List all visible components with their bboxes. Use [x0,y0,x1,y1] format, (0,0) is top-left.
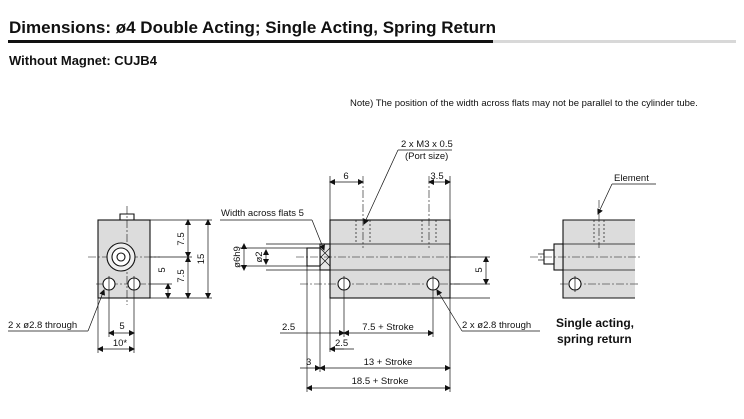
element-label: Element [614,173,649,184]
front-dim-10: 10* [113,338,128,349]
model-subtitle: Without Magnet: CUJB4 [9,53,157,68]
side-dim-18-5-stroke: 18.5 + Stroke [352,376,409,387]
title-underline [8,40,736,43]
side-dim-2-5-lower: 2.5 [335,338,348,349]
front-dim-5-horizontal: 5 [119,321,124,332]
side-bore-diameter: ø2 [254,251,265,262]
side-port-label: 2 x M3 x 0.5 [401,139,453,150]
front-rod-center-circle [116,252,126,262]
side-dim-3-5: 3.5 [430,171,443,182]
side-dim-2-5-left: 2.5 [282,322,295,333]
single-acting-caption-line2: spring return [557,332,632,346]
front-rod-circle [111,247,131,267]
front-dim-7-5-bottom: 7.5 [176,269,187,282]
front-view: 7.5 15 7.5 5 5 10* 2 x ø2.8 through [8,206,212,353]
front-dim-7-5-top: 7.5 [176,232,187,245]
single-acting-caption-line1: Single acting, [556,316,634,330]
front-dim-15: 15 [196,254,207,265]
side-view: 6 3.5 2 x M3 x 0.5 (Port size) Width acr… [220,139,540,392]
front-dim-5-vertical: 5 [157,267,168,272]
side-port-size-label: (Port size) [405,151,448,162]
single-acting-view: Element Single acting, spring return [530,173,656,346]
side-through-hole-label: 2 x ø2.8 through [462,320,531,331]
side-dim-5-right: 5 [474,267,485,272]
side-dim-7-5-stroke: 7.5 + Stroke [362,322,414,333]
side-dim-3: 3 [306,357,311,368]
page-title: Dimensions: ø4 Double Acting; Single Act… [9,18,497,37]
side-rod-diameter: ø6h9 [232,246,243,268]
front-through-hole-label: 2 x ø2.8 through [8,320,77,331]
side-dim-6: 6 [343,171,348,182]
flats-note: Note) The position of the width across f… [350,98,698,109]
side-dim-13-stroke: 13 + Stroke [364,357,413,368]
side-width-across-flats-label: Width across flats 5 [221,208,304,219]
